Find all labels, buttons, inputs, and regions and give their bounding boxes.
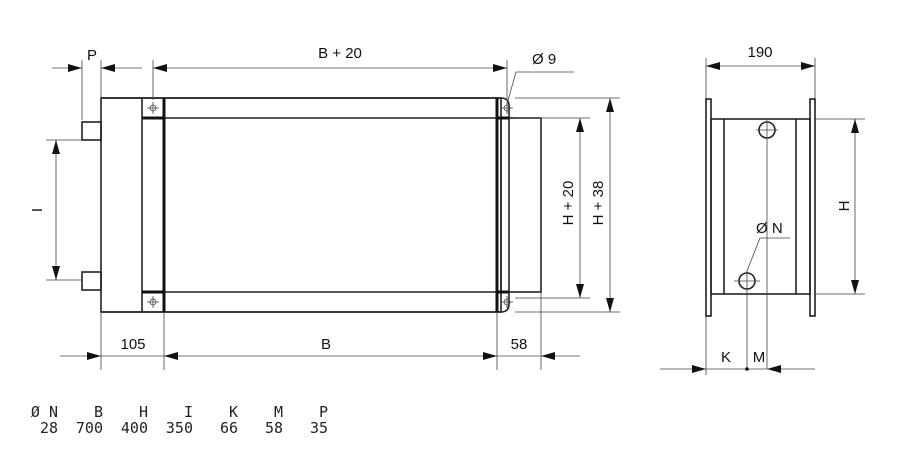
table-value: 35 (309, 419, 328, 437)
table-header: K (228, 403, 238, 421)
table-header: B (93, 403, 103, 421)
dim-H-label: H (836, 201, 853, 212)
dim-I-label: I (29, 208, 46, 212)
dim-M-label: M (753, 349, 766, 366)
dim-190-label: 190 (747, 44, 772, 61)
table-header: P (318, 403, 328, 421)
rear-extension (500, 117, 542, 293)
table-value: 350 (165, 419, 193, 437)
dim-hole-label: Ø 9 (532, 51, 556, 68)
dim-P-label: P (87, 47, 97, 64)
dim-K-label: K (721, 349, 731, 366)
dim-H38-label: H + 38 (590, 181, 607, 226)
table-value: 66 (219, 419, 238, 437)
table-value: 58 (264, 419, 283, 437)
pipe-connection-top (81, 121, 102, 141)
dim-B20-label: B + 20 (318, 45, 362, 62)
front-view: P B + 20 Ø 9 I H + 20 H + 38 105 B 58 (29, 45, 620, 370)
body-outline (101, 97, 510, 313)
dim-105-label: 105 (120, 336, 145, 353)
dimension-table: Ø N B H I K M P 28 700 400 350 66 58 35 (28, 404, 328, 436)
table-value-row: 28 700 400 350 66 58 35 (28, 420, 328, 436)
table-header-row: Ø N B H I K M P (28, 404, 328, 420)
table-header: M (273, 403, 283, 421)
mounting-holes (147, 102, 513, 308)
dim-58-label: 58 (511, 336, 528, 353)
table-value: 400 (120, 419, 148, 437)
dim-H20-label: H + 20 (560, 181, 577, 226)
table-header: H (138, 403, 148, 421)
heater-body (100, 97, 502, 313)
dim-N-label: Ø N (756, 220, 783, 237)
side-view: 190 H Ø N K M (660, 44, 865, 375)
table-header: I (183, 403, 193, 421)
table-header: Ø N (30, 403, 58, 421)
pipe-connection-bottom (81, 271, 102, 291)
table-value: 28 (39, 419, 58, 437)
table-value: 700 (75, 419, 103, 437)
side-body (710, 118, 811, 295)
dim-B-label: B (321, 336, 331, 353)
